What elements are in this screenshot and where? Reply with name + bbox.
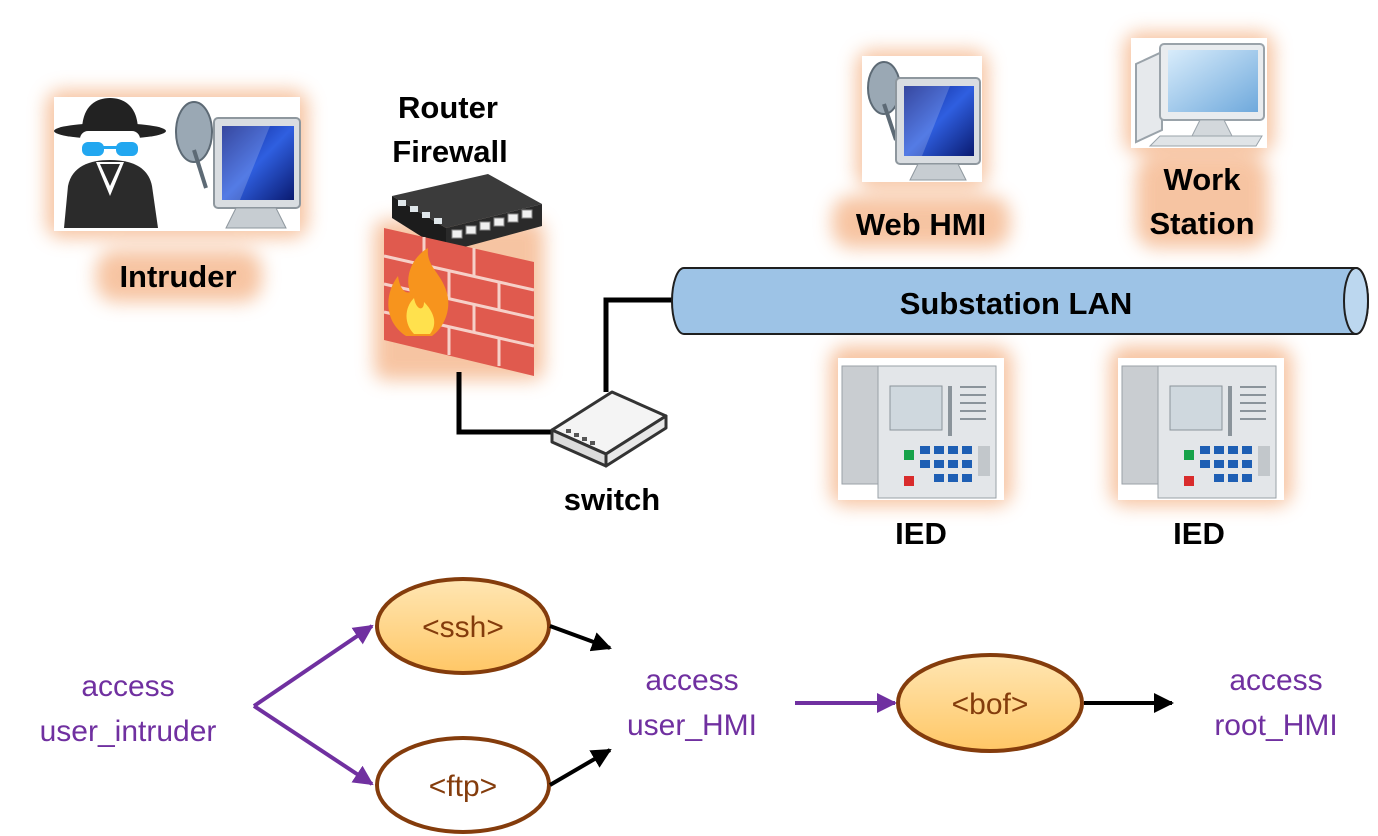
ied-icon: [841, 365, 997, 499]
router-switch-link: [456, 372, 560, 435]
web-hmi-icon: [867, 61, 981, 181]
privilege-end-line1: access: [1229, 664, 1322, 697]
exploit-ftp-node: [375, 736, 551, 834]
privilege-mid-line2: user_HMI: [627, 709, 757, 742]
attack-graph: access user_intruder <ssh> <ftp> access …: [40, 577, 1338, 834]
edge-start-to-ftp: [252, 704, 374, 786]
firewall-icon: [383, 228, 535, 376]
workstation-label-line1: Work: [1164, 162, 1242, 197]
switch-node: switch: [550, 390, 668, 517]
exploit-bof-label: <bof>: [952, 688, 1029, 721]
web-hmi-node: Web HMI: [856, 56, 986, 242]
computer-icon: [175, 101, 301, 229]
switch-lan-link: [603, 297, 680, 392]
switch-icon: [550, 390, 668, 468]
exploit-bof-node: [896, 653, 1084, 753]
router-firewall-node: Router Firewall: [383, 90, 542, 376]
network-links: [456, 297, 680, 435]
ied-node-1: IED: [838, 358, 1004, 551]
exploit-ssh-node: [375, 577, 551, 675]
edge-ssh-to-mid: [549, 624, 612, 652]
lan-label: Substation LAN: [900, 286, 1133, 321]
workstation-icon: [1135, 43, 1265, 147]
workstation-node: Work Station: [1131, 38, 1267, 241]
privilege-start-line2: user_intruder: [40, 715, 217, 748]
router-icon: [392, 174, 542, 252]
exploit-ftp-label: <ftp>: [429, 770, 497, 803]
substation-lan: Substation LAN: [671, 267, 1369, 335]
ied-label-2: IED: [1173, 516, 1225, 551]
web-hmi-label: Web HMI: [856, 207, 986, 242]
intruder-icon: [54, 98, 166, 228]
privilege-mid-line1: access: [645, 664, 738, 697]
ied-node-2: IED: [1118, 358, 1284, 551]
intruder-node: Intruder: [54, 97, 301, 294]
edge-ftp-to-mid: [548, 748, 612, 787]
intruder-label: Intruder: [119, 259, 236, 294]
privilege-start-line1: access: [81, 670, 174, 703]
edge-start-to-ssh: [252, 624, 374, 708]
router-label: Router: [398, 90, 498, 125]
flame-icon: [388, 248, 449, 336]
privilege-end-line2: root_HMI: [1214, 709, 1337, 742]
switch-label: switch: [564, 482, 660, 517]
exploit-ssh-label: <ssh>: [422, 611, 504, 644]
firewall-label: Firewall: [392, 134, 507, 169]
ied-label-1: IED: [895, 516, 947, 551]
workstation-label-line2: Station: [1149, 206, 1254, 241]
ied-icon: [1121, 365, 1277, 499]
